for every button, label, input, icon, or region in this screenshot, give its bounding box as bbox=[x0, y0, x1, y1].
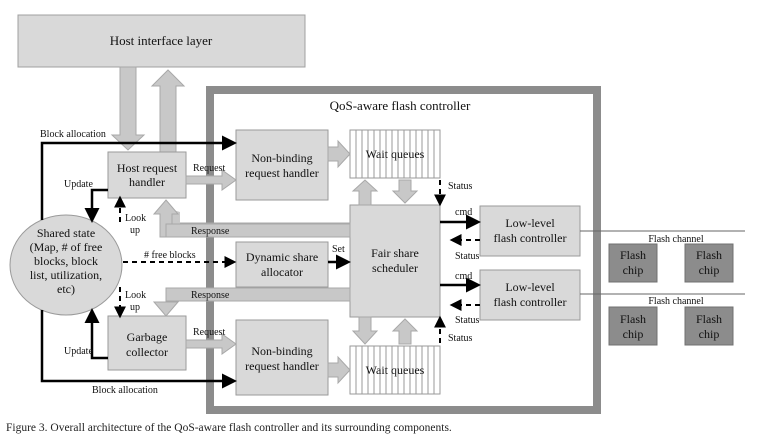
status-label-2: Status bbox=[455, 251, 480, 262]
nonbinding-top-line1: Non-binding bbox=[251, 151, 312, 165]
update-arrows bbox=[84, 188, 108, 360]
flash-channel-top-label: Flash channel bbox=[648, 234, 703, 245]
llfc-top-line2: flash controller bbox=[494, 231, 567, 245]
flash-chip-3-line2: chip bbox=[623, 327, 644, 341]
host-interface-arrows bbox=[110, 66, 186, 153]
nonbinding-bottom-line1: Non-binding bbox=[251, 344, 312, 358]
flash-channel-bottom: Flash channel Flash chip Flash chip bbox=[580, 293, 745, 346]
flash-chip-3-line1: Flash bbox=[620, 312, 646, 326]
low-level-flash-controller-top: Low-level flash controller bbox=[479, 205, 581, 257]
flash-chip-2-line1: Flash bbox=[696, 248, 722, 262]
shared-state-line4: list, utilization, bbox=[30, 268, 102, 282]
flash-chip-4 bbox=[684, 306, 734, 346]
response-bottom-label: Response bbox=[191, 290, 230, 301]
fair-share-line1: Fair share bbox=[371, 246, 419, 260]
lookup-top-line1: Look bbox=[125, 213, 146, 224]
set-cmd-arrows bbox=[328, 214, 481, 293]
wait-queues-bottom-label: Wait queues bbox=[366, 363, 425, 377]
wait-queues-top: Wait queues bbox=[349, 129, 441, 179]
wait-queues-top-label: Wait queues bbox=[366, 147, 425, 161]
set-label: Set bbox=[332, 244, 345, 255]
fair-share-line2: scheduler bbox=[372, 261, 418, 275]
shared-state: Shared state (Map, # of free blocks, blo… bbox=[9, 214, 123, 316]
block-allocation-top-label: Block allocation bbox=[40, 129, 106, 140]
garbage-collector-line2: collector bbox=[126, 345, 168, 359]
host-request-handler-line2: handler bbox=[129, 175, 165, 189]
flash-channel-top: Flash channel Flash chip Flash chip bbox=[580, 230, 745, 283]
host-request-handler-line1: Host request bbox=[117, 161, 178, 175]
lookup-arrows bbox=[114, 180, 480, 343]
garbage-collector-line1: Garbage bbox=[127, 330, 168, 344]
lookup-bottom-line1: Look bbox=[125, 290, 146, 301]
cmd-label-1: cmd bbox=[455, 207, 472, 218]
gray-data-arrows bbox=[152, 139, 419, 385]
status-label-3: Status bbox=[455, 315, 480, 326]
update-bottom-label: Update bbox=[64, 346, 93, 357]
block-allocation-bottom-label: Block allocation bbox=[92, 385, 158, 396]
update-top-label: Update bbox=[64, 179, 93, 190]
flash-chip-2 bbox=[684, 243, 734, 283]
response-top-label: Response bbox=[191, 226, 230, 237]
nonbinding-request-handler-bottom: Non-binding request handler bbox=[235, 319, 329, 396]
free-blocks-label: # free blocks bbox=[144, 250, 196, 261]
low-level-flash-controller-bottom: Low-level flash controller bbox=[479, 269, 581, 321]
controller-title: QoS-aware flash controller bbox=[330, 98, 471, 113]
nonbinding-request-handler-top: Non-binding request handler bbox=[235, 129, 329, 201]
host-request-handler: Host request handler bbox=[107, 151, 187, 199]
llfc-bottom-line1: Low-level bbox=[505, 280, 555, 294]
dynamic-share-line2: allocator bbox=[261, 265, 303, 279]
llfc-bottom-line2: flash controller bbox=[494, 295, 567, 309]
flash-chip-2-line2: chip bbox=[699, 263, 720, 277]
garbage-collector: Garbage collector bbox=[107, 315, 187, 371]
shared-state-line2: (Map, # of free bbox=[30, 240, 103, 254]
flash-chip-1 bbox=[608, 243, 658, 283]
host-interface-label: Host interface layer bbox=[110, 33, 213, 48]
llfc-top-line1: Low-level bbox=[505, 216, 555, 230]
flash-chip-3 bbox=[608, 306, 658, 346]
status-label-1: Status bbox=[448, 181, 473, 192]
nonbinding-bottom-line2: request handler bbox=[245, 359, 319, 373]
lookup-bottom-line2: up bbox=[130, 302, 140, 313]
flash-chip-4-line2: chip bbox=[699, 327, 720, 341]
flash-chip-4-line1: Flash bbox=[696, 312, 722, 326]
host-interface-layer: Host interface layer bbox=[17, 14, 306, 68]
shared-state-line1: Shared state bbox=[37, 226, 95, 240]
cmd-label-2: cmd bbox=[455, 271, 472, 282]
dynamic-share-allocator: Dynamic share allocator bbox=[235, 241, 329, 288]
fair-share-scheduler: Fair share scheduler bbox=[349, 204, 441, 318]
flash-chip-1-line2: chip bbox=[623, 263, 644, 277]
wait-queues-bottom: Wait queues bbox=[349, 345, 441, 395]
flash-chip-1-line1: Flash bbox=[620, 248, 646, 262]
request-top-label: Request bbox=[193, 163, 225, 174]
request-bottom-label: Request bbox=[193, 327, 225, 338]
status-label-4: Status bbox=[448, 333, 473, 344]
dynamic-share-line1: Dynamic share bbox=[246, 250, 318, 264]
nonbinding-top-line2: request handler bbox=[245, 166, 319, 180]
shared-state-line3: blocks, block bbox=[34, 254, 98, 268]
edge-labels: Block allocation Block allocation Update… bbox=[40, 129, 480, 396]
shared-state-line5: etc) bbox=[57, 282, 75, 296]
figure-caption: Figure 3. Overall architecture of the Qo… bbox=[6, 422, 452, 434]
flash-channel-bottom-label: Flash channel bbox=[648, 296, 703, 307]
lookup-top-line2: up bbox=[130, 225, 140, 236]
block-allocation-arrows bbox=[40, 135, 237, 389]
